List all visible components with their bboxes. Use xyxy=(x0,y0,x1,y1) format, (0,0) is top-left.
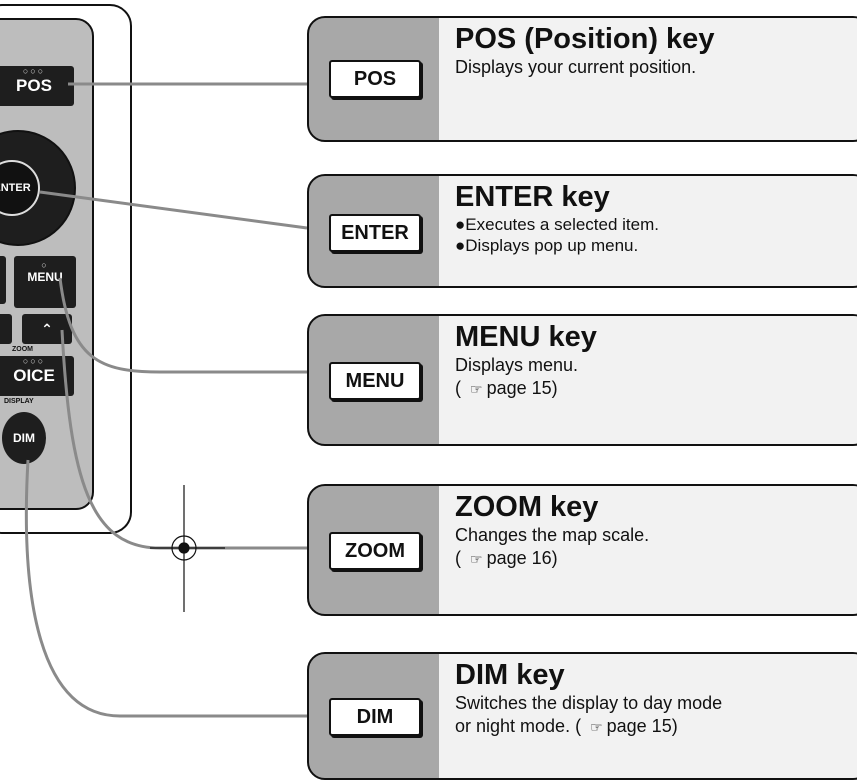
remote-pos-key-label: POS xyxy=(16,76,52,95)
indicator-dot-icon: ○ xyxy=(41,260,49,270)
menu-key-card: MENU MENU key Displays menu. ( ☞page 15) xyxy=(307,314,857,446)
remote-dim-key: DIM xyxy=(2,412,46,464)
pos-keycap: POS xyxy=(329,60,421,98)
remote-voice-key-label: OICE xyxy=(13,366,55,385)
menu-page-ref: page 15 xyxy=(486,378,552,398)
remote-left-key xyxy=(0,256,6,304)
crosshair-registration-mark-icon xyxy=(150,485,225,612)
remote-voice-key: ○○○ OICE xyxy=(0,356,74,396)
indicator-dots-icon: ○○○ xyxy=(22,66,46,76)
menu-leader-line xyxy=(58,277,307,374)
zoom-page-ref: page 16 xyxy=(486,548,552,568)
pointing-hand-icon: ☞ xyxy=(470,381,483,397)
menu-card-reference: ( ☞page 15) xyxy=(455,377,857,401)
zoom-card-reference: ( ☞page 16) xyxy=(455,547,857,571)
zoom-key-card: ZOOM ZOOM key Changes the map scale. ( ☞… xyxy=(307,484,857,616)
indicator-dots-icon: ○○○ xyxy=(22,356,46,366)
zoom-card-description: Changes the map scale. xyxy=(455,525,650,545)
remote-zoom-out-key xyxy=(0,314,12,344)
zoom-leader-line xyxy=(60,329,307,550)
dim-card-description: Switches the display to day mode xyxy=(455,693,723,713)
menu-card-title: MENU key xyxy=(455,321,597,353)
remote-pos-key: ○○○ POS xyxy=(0,66,74,106)
remote-enter-key-label: ENTER xyxy=(0,182,31,194)
dim-card-line-2: or night mode. xyxy=(455,716,571,736)
remote-display-label: DISPLAY xyxy=(4,398,34,405)
remote-control-panel: ○○○ POS ENTER ○ MENU ⌃ ZOOM ○○○ OICE DIS… xyxy=(0,18,94,510)
bullet-dot-icon: ● xyxy=(455,215,466,234)
dim-key-card: DIM DIM key Switches the display to day … xyxy=(307,652,857,780)
menu-card-body: MENU key Displays menu. ( ☞page 15) xyxy=(439,316,857,444)
enter-key-card: ENTER ENTER key ●Executes a selected ite… xyxy=(307,174,857,288)
menu-keycap: MENU xyxy=(329,362,421,400)
pos-key-card: POS POS (Position) key Displays your cur… xyxy=(307,16,857,142)
zoom-keycap: ZOOM xyxy=(329,532,421,570)
remote-dim-key-label: DIM xyxy=(13,431,35,445)
enter-keycap: ENTER xyxy=(329,214,421,252)
pos-card-body: POS (Position) key Displays your current… xyxy=(439,18,857,140)
remote-zoom-label: ZOOM xyxy=(12,346,33,353)
enter-leader-line xyxy=(39,190,308,230)
dim-page-ref: page 15 xyxy=(606,716,672,736)
enter-card-body: ENTER key ●Executes a selected item. ●Di… xyxy=(439,176,857,286)
dim-leader-line xyxy=(24,459,307,718)
remote-enter-key: ENTER xyxy=(0,160,40,216)
pos-card-description: Displays your current position. xyxy=(455,57,697,77)
dim-card-body: DIM key Switches the display to day mode… xyxy=(439,654,857,778)
dim-card-title: DIM key xyxy=(455,659,565,691)
enter-bullet-text: Displays pop up menu. xyxy=(465,236,639,255)
chevron-up-icon: ⌃ xyxy=(41,321,53,337)
pointing-hand-icon: ☞ xyxy=(590,719,603,735)
remote-menu-key-label: MENU xyxy=(27,270,63,284)
enter-card-bullet: ●Executes a selected item. xyxy=(455,214,857,235)
remote-menu-key: ○ MENU xyxy=(14,256,76,308)
enter-card-bullet: ●Displays pop up menu. xyxy=(455,235,857,256)
bullet-dot-icon: ● xyxy=(455,236,466,255)
enter-card-title: ENTER key xyxy=(455,181,610,213)
dim-keycap: DIM xyxy=(329,698,421,736)
pos-card-title: POS (Position) key xyxy=(455,23,715,55)
menu-card-description: Displays menu. xyxy=(455,355,579,375)
dim-card-description-2: or night mode. ( ☞page 15) xyxy=(455,715,857,739)
pointing-hand-icon: ☞ xyxy=(470,551,483,567)
zoom-card-title: ZOOM key xyxy=(455,491,599,523)
enter-bullet-text: Executes a selected item. xyxy=(465,215,659,234)
zoom-card-body: ZOOM key Changes the map scale. ( ☞page … xyxy=(439,486,857,614)
